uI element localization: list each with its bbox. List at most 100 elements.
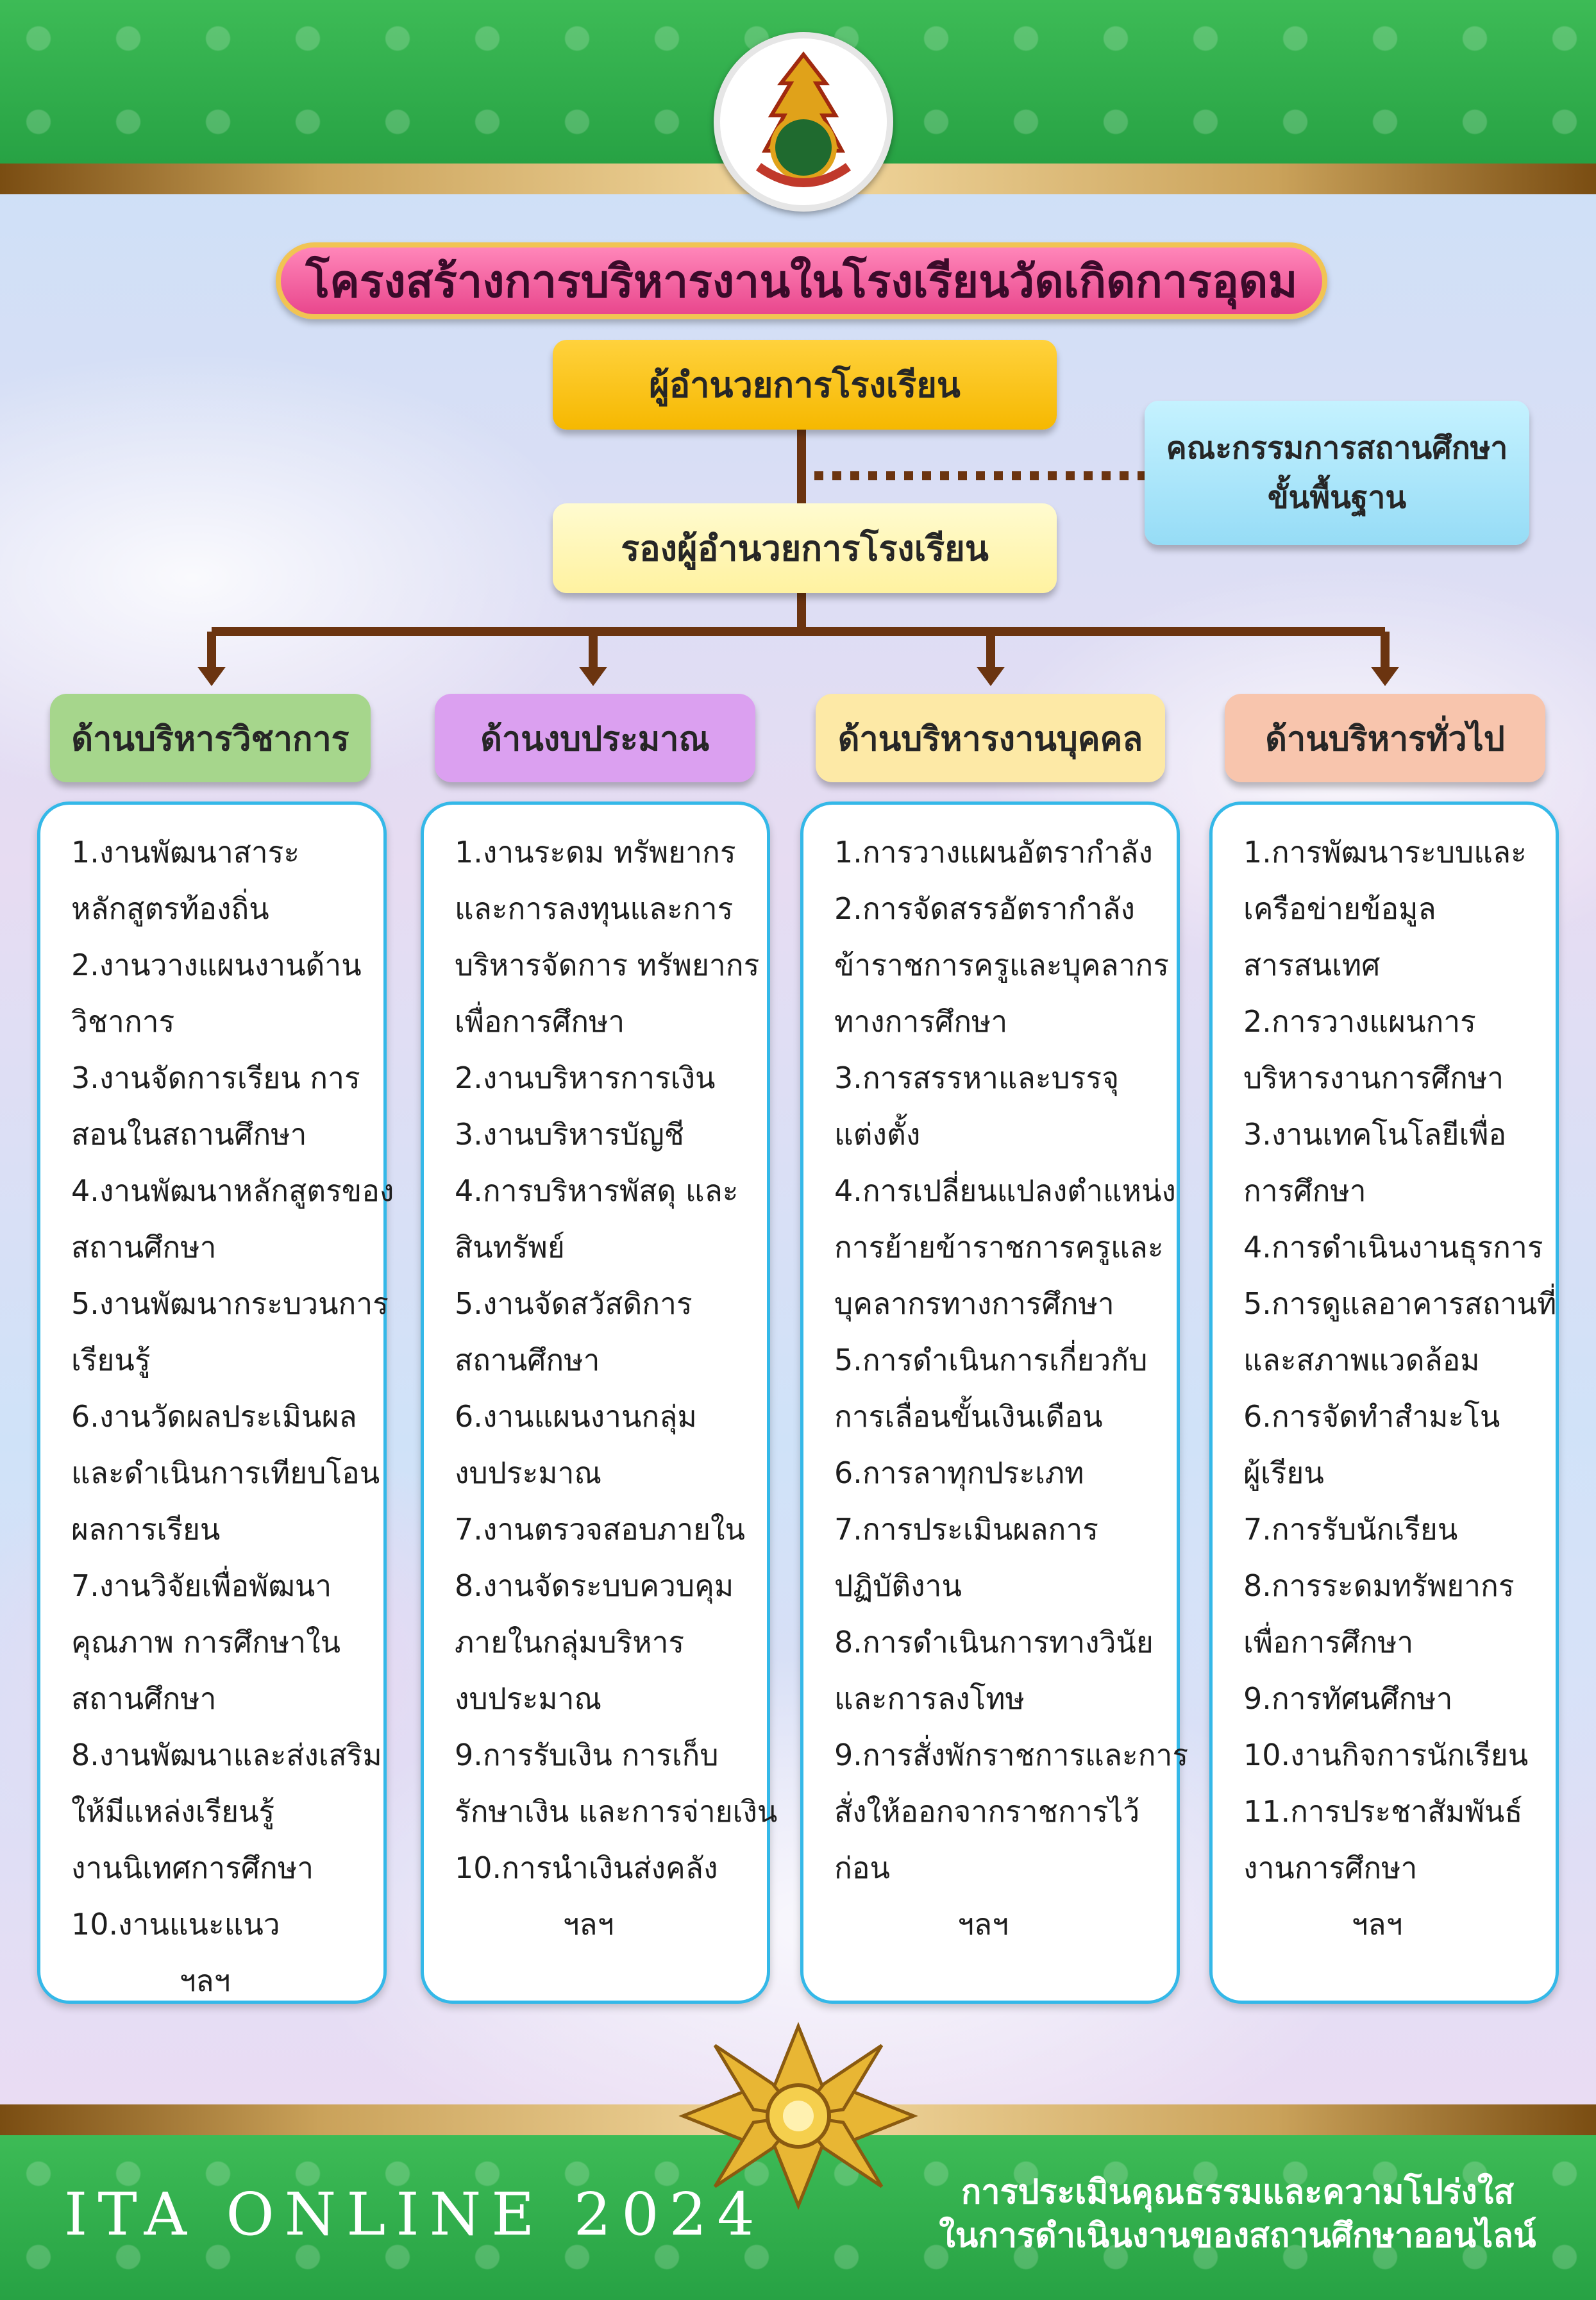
list-item: ทางการศึกษา [834,1004,1008,1039]
director-node: ผู้อำนวยการโรงเรียน [553,340,1057,430]
deputy-director-label: รองผู้อำนวยการโรงเรียน [621,528,989,569]
list-item: 5.งานจัดสวัสดิการ [455,1286,693,1321]
list-item: 4.การดำเนินงานธุรการ [1243,1230,1543,1264]
etc-marker: ฯลฯ [1351,1907,1403,1942]
list-item: และสภาพแวดล้อม [1243,1343,1480,1377]
list-item: ปฏิบัติงาน [834,1568,962,1603]
list-item: งบประมาณ [455,1456,602,1490]
list-item: ข้าราชการครูและบุคลากร [834,948,1169,982]
list-item: 5.การดูแลอาคารสถานที่ [1243,1286,1557,1321]
footer-ita-title: ITA ONLINE 2024 [64,2180,765,2249]
list-item: 7.การประเมินผลการ [834,1512,1098,1547]
list-item: 10.งานแนะแนว [71,1907,280,1942]
dept-budget-list: 1.งานระดม ทรัพยากรและการลงทุนและการบริหา… [421,802,778,2004]
list-item: 7.งานวิจัยเพื่อพัฒนา [71,1568,332,1603]
list-item: การศึกษา [1243,1173,1366,1208]
list-item: 2.การวางแผนการ [1243,1004,1476,1039]
list-item: 8.งานจัดระบบควบคุม [455,1568,734,1603]
list-item: การเลื่อนขั้นเงินเดือน [834,1399,1103,1434]
list-item: ผู้เรียน [1243,1456,1324,1490]
deputy-director-node: รองผู้อำนวยการโรงเรียน [553,503,1057,593]
list-item: 8.งานพัฒนาและส่งเสริม [71,1738,382,1772]
list-item: 11.การประชาสัมพันธ์ [1243,1794,1523,1829]
dept-academic-list: 1.งานพัฒนาสาระหลักสูตรท้องถิ่น 2.งานวางแผ… [37,802,394,2004]
list-item: รักษาเงิน และการจ่ายเงิน [455,1794,778,1829]
list-item: 6.งานแผนงานกลุ่ม [455,1399,697,1434]
list-item: บริหารงานการศึกษา [1243,1061,1504,1095]
list-item: สารสนเทศ [1243,948,1381,982]
director-label: ผู้อำนวยการโรงเรียน [649,365,961,405]
list-item: บริหารจัดการ ทรัพยากร [455,948,760,982]
list-item: และการลงโทษ [834,1681,1025,1716]
list-item: 7.งานตรวจสอบภายใน [455,1512,745,1547]
dept-personnel-label: ด้านบริหารงานบุคคล [837,719,1143,759]
list-item: 2.งานบริหารการเงิน [455,1061,716,1095]
list-item: ก่อน [834,1851,890,1885]
list-item: 6.การจัดทำสำมะโน [1243,1399,1500,1434]
chart-title-text: โครงสร้างการบริหารงานในโรงเรียนวัดเกิดกา… [305,255,1298,308]
list-item: 3.งานเทคโนโลยีเพื่อ [1243,1117,1507,1152]
dept-personnel-list: 1.การวางแผนอัตรากำลัง 2.การจัดสรรอัตรากำล… [800,802,1189,2004]
list-item: 6.การลาทุกประเภท [834,1456,1084,1490]
list-item: สถานศึกษา [71,1230,217,1264]
list-item: 6.งานวัดผลประเมินผล [71,1399,357,1434]
list-item: 10.การนำเงินส่งคลัง [455,1851,718,1885]
list-item: 8.การดำเนินการทางวินัย [834,1625,1154,1659]
list-item: การย้ายข้าราชการครูและ [834,1230,1164,1264]
chart-title: โครงสร้างการบริหารงานในโรงเรียนวัดเกิดกา… [276,242,1327,319]
dept-academic-header: ด้านบริหารวิชาการ [50,694,371,782]
dept-budget-label: ด้านงบประมาณ [480,719,710,759]
list-item: 7.การรับนักเรียน [1243,1512,1458,1547]
list-item: และดำเนินการเทียบโอน [71,1456,380,1490]
list-item: 9.การสั่งพักราชการและการ [834,1738,1189,1772]
dept-budget-header: ด้านงบประมาณ [435,694,755,782]
list-item: สินทรัพย์ [455,1230,565,1264]
list-item: 8.การระดมทรัพยากร [1243,1568,1515,1603]
list-item: เครือข่ายข้อมูล [1243,891,1436,926]
list-item: 4.การบริหารพัสดุ และ [455,1173,739,1208]
list-item: ให้มีแหล่งเรียนรู้ [71,1794,275,1829]
list-item: 5.การดำเนินการเกี่ยวกับ [834,1343,1148,1377]
list-item: เรียนรู้ [71,1343,151,1377]
list-item: 4.งานพัฒนาหลักสูตรของ [71,1173,394,1208]
list-item: เพื่อการศึกษา [1243,1625,1414,1659]
list-item: 2.งานวางแผนงานด้าน [71,948,362,982]
list-item: ผลการเรียน [71,1512,221,1547]
list-item: 9.การทัศนศึกษา [1243,1681,1453,1716]
list-item: ภายในกลุ่มบริหาร [455,1625,685,1659]
etc-marker: ฯลฯ [179,1963,231,1998]
list-item: งานการศึกษา [1243,1851,1418,1885]
list-item: 2.การจัดสรรอัตรากำลัง [834,891,1135,926]
list-item: 1.งานระดม ทรัพยากร [455,835,736,869]
list-item: งานนิเทศการศึกษา [71,1851,314,1885]
dept-academic-label: ด้านบริหารวิชาการ [71,719,349,759]
thai-flower-ornament-icon [676,2020,920,2212]
school-emblem-icon [714,32,893,212]
dept-general-label: ด้านบริหารทั่วไป [1265,719,1505,759]
list-item: วิชาการ [71,1004,175,1039]
list-item: 10.งานกิจการนักเรียน [1243,1738,1529,1772]
school-board-label-line2: ขั้นพื้นฐาน [1267,479,1407,516]
list-item: หลักสูตรท้องถิ่น [71,891,269,926]
list-item: งบประมาณ [455,1681,602,1716]
list-item: สั่งให้ออกจากราชการไว้ [834,1794,1140,1829]
list-item: คุณภาพ การศึกษาใน [71,1625,341,1659]
list-item: 1.การพัฒนาระบบและ [1243,835,1527,869]
footer-description-line1: การประเมินคุณธรรมและความโปร่งใส [961,2173,1515,2212]
list-item: สถานศึกษา [71,1681,217,1716]
list-item: เพื่อการศึกษา [455,1004,625,1039]
list-item: 4.การเปลี่ยนแปลงตำแหน่ง [834,1173,1176,1208]
footer-description-line2: ในการดำเนินงานของสถานศึกษาออนไลน์ [939,2217,1536,2255]
list-item: บุคลากรทางการศึกษา [834,1286,1114,1321]
list-item: 5.งานพัฒนากระบวนการ [71,1286,389,1321]
list-item: สถานศึกษา [455,1343,600,1377]
list-item: 1.งานพัฒนาสาระ [71,835,300,869]
list-item: สอนในสถานศึกษา [71,1117,307,1152]
school-board-label-line1: คณะกรรมการสถานศึกษา [1166,430,1508,466]
etc-marker: ฯลฯ [562,1907,614,1942]
list-item: 1.การวางแผนอัตรากำลัง [834,835,1153,869]
dept-personnel-header: ด้านบริหารงานบุคคล [816,694,1165,782]
school-board-node: คณะกรรมการสถานศึกษา ขั้นพื้นฐาน [1145,401,1529,545]
list-item: 3.งานจัดการเรียน การ [71,1061,360,1095]
